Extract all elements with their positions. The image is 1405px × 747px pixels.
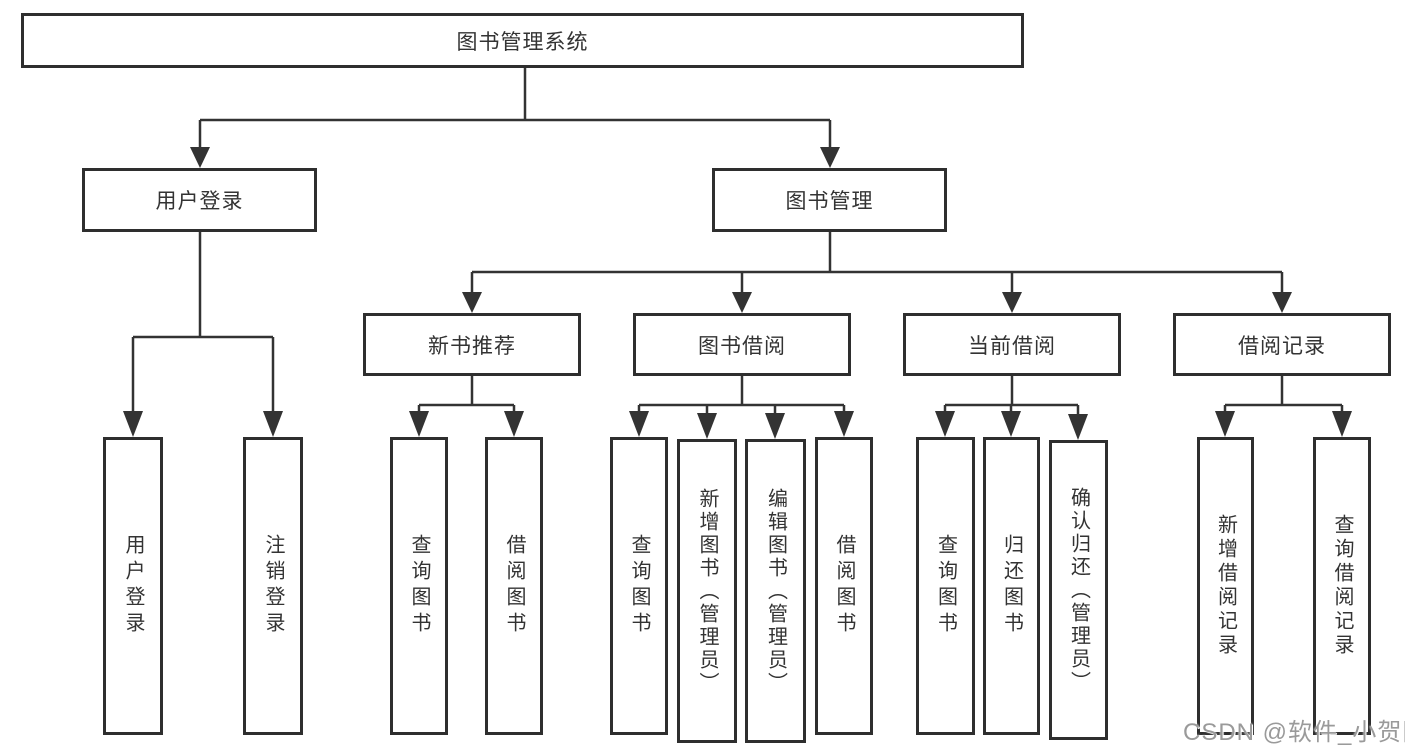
- leaf-add-borrow-record: 新增借阅记录: [1197, 437, 1254, 735]
- leaf-add-book-admin: 新增图书（管理员）: [677, 439, 737, 743]
- node-book-borrow: 图书借阅: [633, 313, 851, 376]
- leaf-query-books-borrow: 查询图书: [610, 437, 668, 735]
- node-new-book-recommend: 新书推荐: [363, 313, 581, 376]
- node-current-borrow: 当前借阅: [903, 313, 1121, 376]
- leaf-logout: 注销登录: [243, 437, 303, 735]
- leaf-confirm-return-admin: 确认归还（管理员）: [1049, 440, 1108, 740]
- leaf-query-books-recommend: 查询图书: [390, 437, 448, 735]
- node-user-login-group: 用户登录: [82, 168, 317, 232]
- node-borrow-records: 借阅记录: [1173, 313, 1391, 376]
- leaf-user-login: 用户登录: [103, 437, 163, 735]
- csdn-watermark: CSDN @软件_小贺同学: [1183, 719, 1405, 746]
- leaf-borrow-books-recommend: 借阅图书: [485, 437, 543, 735]
- leaf-query-borrow-record: 查询借阅记录: [1313, 437, 1371, 735]
- node-book-management: 图书管理: [712, 168, 947, 232]
- leaf-query-books-current: 查询图书: [916, 437, 975, 735]
- leaf-borrow-books-borrow: 借阅图书: [815, 437, 873, 735]
- leaf-edit-book-admin: 编辑图书（管理员）: [745, 439, 806, 743]
- leaf-return-book: 归还图书: [983, 437, 1040, 735]
- node-root: 图书管理系统: [21, 13, 1024, 68]
